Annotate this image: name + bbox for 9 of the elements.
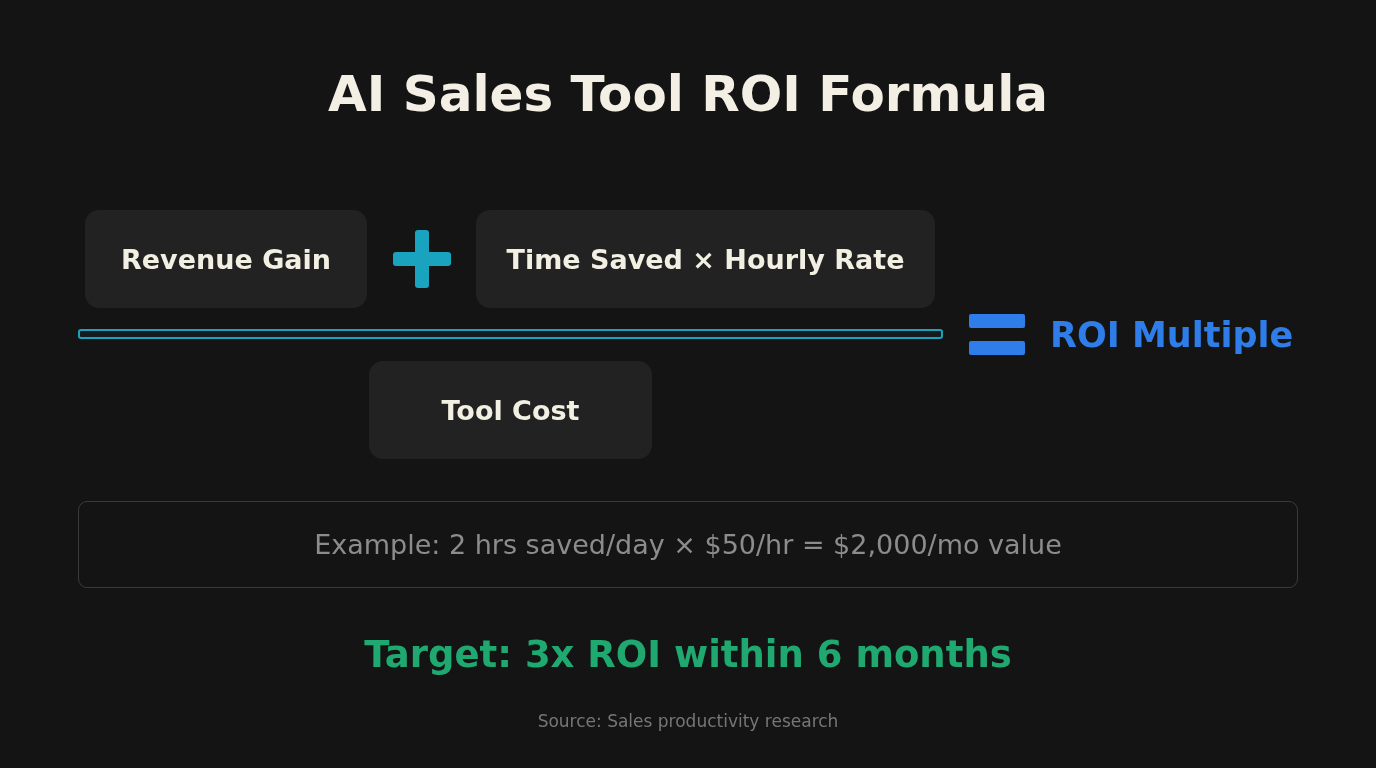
example-panel <box>78 501 1298 588</box>
term-text: Time Saved × Hourly Rate <box>506 243 905 275</box>
example-text: Example: 2 hrs saved/day × $50/hr = $2,000/mo value <box>314 529 1062 560</box>
result-label: ROI Multiple <box>1050 314 1294 357</box>
target-text: Target: 3x ROI within 6 months <box>364 632 1012 678</box>
source-note: Source: Sales productivity research <box>537 710 839 733</box>
term-text: Revenue Gain <box>121 243 331 275</box>
title: AI Sales Tool ROI Formula <box>327 64 1049 125</box>
term-text: Tool Cost <box>441 394 580 426</box>
